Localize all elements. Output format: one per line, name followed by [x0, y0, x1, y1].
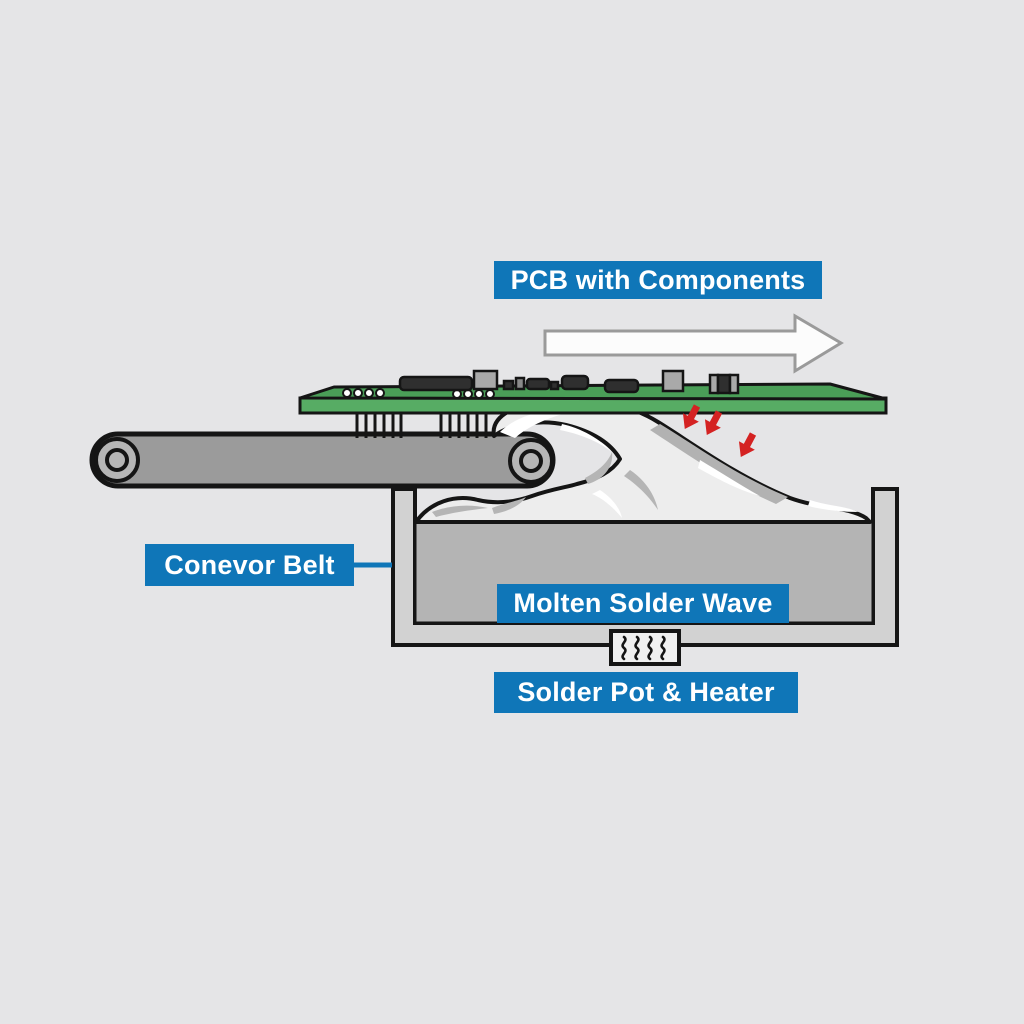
- heater-element-icon: [609, 629, 681, 666]
- belt-roller-left: [94, 437, 140, 483]
- molten-solder-wave-label: Molten Solder Wave: [497, 584, 789, 623]
- conveyor-belt-label: Conevor Belt: [145, 544, 354, 586]
- pcb-label: PCB with Components: [494, 261, 822, 299]
- solder-wave: [414, 397, 872, 524]
- pcb-pads: [342, 388, 495, 399]
- belt-roller-right: [508, 438, 554, 484]
- solder-pot-heater-label: Solder Pot & Heater: [494, 672, 798, 713]
- pcb-components: [398, 369, 740, 395]
- solder-contact-arrows-icon: [682, 404, 757, 457]
- pcb-pins-left: [355, 410, 403, 438]
- pcb-board: [298, 369, 888, 438]
- conveyor-belt: [89, 431, 556, 489]
- pcb-pins-right: [439, 410, 488, 438]
- direction-arrow-icon: [543, 313, 844, 374]
